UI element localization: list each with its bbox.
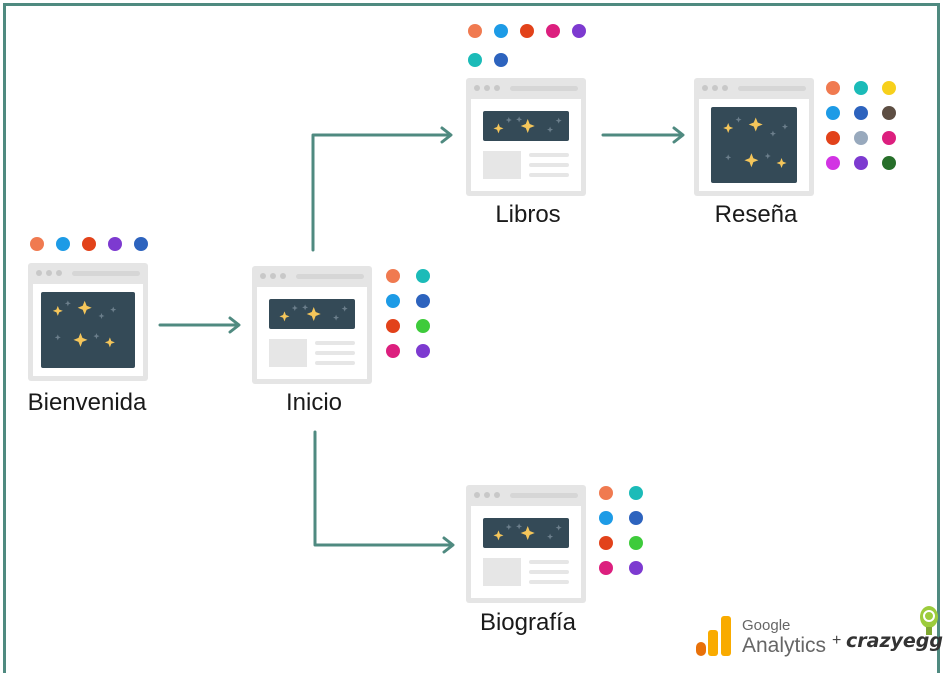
- browser-bar: [466, 78, 586, 98]
- crazyegg-text: crazyegg: [846, 630, 943, 652]
- color-dot: [882, 81, 896, 95]
- color-dot: [599, 536, 613, 550]
- stars-icon: [493, 523, 562, 541]
- color-dot: [386, 269, 400, 283]
- color-dot: [854, 106, 868, 120]
- crazyegg-logo: crazyegg: [846, 606, 943, 656]
- color-dot: [629, 561, 643, 575]
- color-dot: [629, 536, 643, 550]
- arrow-inicio-libros: [311, 126, 453, 252]
- page-libros[interactable]: [466, 78, 586, 196]
- page-inicio[interactable]: [252, 266, 372, 384]
- color-dot: [854, 81, 868, 95]
- color-dot: [108, 237, 122, 251]
- browser-bar: [28, 263, 148, 283]
- hero-image: [41, 292, 135, 368]
- color-dot: [82, 237, 96, 251]
- stars-icon: [52, 300, 117, 348]
- text-line: [529, 560, 569, 564]
- color-dot: [494, 24, 508, 38]
- color-dot: [882, 106, 896, 120]
- color-dot: [599, 511, 613, 525]
- arrow-bienvenida-inicio: [158, 316, 241, 334]
- color-dot: [30, 237, 44, 251]
- text-line: [529, 580, 569, 584]
- google-analytics-logo: Google Analytics: [694, 612, 829, 658]
- hero-image: [483, 518, 569, 548]
- color-dot: [826, 131, 840, 145]
- color-dot: [599, 486, 613, 500]
- text-line: [529, 163, 569, 167]
- color-dot: [854, 131, 868, 145]
- color-dot: [134, 237, 148, 251]
- color-dot: [882, 131, 896, 145]
- page-resena[interactable]: [694, 78, 814, 196]
- color-dot: [416, 344, 430, 358]
- color-dot: [826, 106, 840, 120]
- color-dot: [546, 24, 560, 38]
- stars-icon: [279, 304, 348, 322]
- plus-sign: +: [832, 632, 842, 649]
- color-dot: [416, 294, 430, 308]
- color-dot: [416, 319, 430, 333]
- page-label: Inicio: [285, 389, 343, 416]
- arrow-inicio-biografia: [313, 430, 455, 554]
- page-label: Reseña: [714, 201, 798, 228]
- browser-bar: [466, 485, 586, 505]
- color-dot: [826, 156, 840, 170]
- page-label: Biografía: [479, 609, 577, 636]
- color-dot: [468, 53, 482, 67]
- hero-image: [483, 111, 569, 141]
- diagram-frame: [3, 3, 940, 673]
- hero-image: [711, 107, 797, 183]
- color-dot: [599, 561, 613, 575]
- text-line: [315, 341, 355, 345]
- color-dot: [56, 237, 70, 251]
- text-line: [529, 153, 569, 157]
- color-dot: [882, 156, 896, 170]
- google-text: Google: [742, 617, 791, 634]
- page-label: Libros: [495, 201, 561, 228]
- color-dot: [386, 294, 400, 308]
- analytics-bars-icon: [696, 616, 731, 656]
- page-bienvenida[interactable]: [28, 263, 148, 381]
- stars-icon: [723, 116, 788, 168]
- color-dot: [826, 81, 840, 95]
- color-dot: [494, 53, 508, 67]
- arrow-libros-resena: [601, 126, 685, 144]
- hero-image: [269, 299, 355, 329]
- color-dot: [386, 319, 400, 333]
- text-line: [315, 351, 355, 355]
- analytics-text: Analytics: [742, 634, 827, 657]
- color-dot: [416, 269, 430, 283]
- color-dot: [468, 24, 482, 38]
- color-dot: [629, 486, 643, 500]
- color-dot: [520, 24, 534, 38]
- content-block: [269, 339, 307, 367]
- color-dot: [629, 511, 643, 525]
- page-label: Bienvenida: [27, 389, 147, 416]
- text-line: [529, 173, 569, 177]
- browser-bar: [694, 78, 814, 98]
- text-line: [315, 361, 355, 365]
- text-line: [529, 570, 569, 574]
- page-biografia[interactable]: [466, 485, 586, 603]
- stars-icon: [493, 116, 562, 134]
- color-dot: [854, 156, 868, 170]
- content-block: [483, 558, 521, 586]
- browser-bar: [252, 266, 372, 286]
- color-dot: [386, 344, 400, 358]
- egg-icon: [920, 606, 938, 635]
- color-dot: [572, 24, 586, 38]
- content-block: [483, 151, 521, 179]
